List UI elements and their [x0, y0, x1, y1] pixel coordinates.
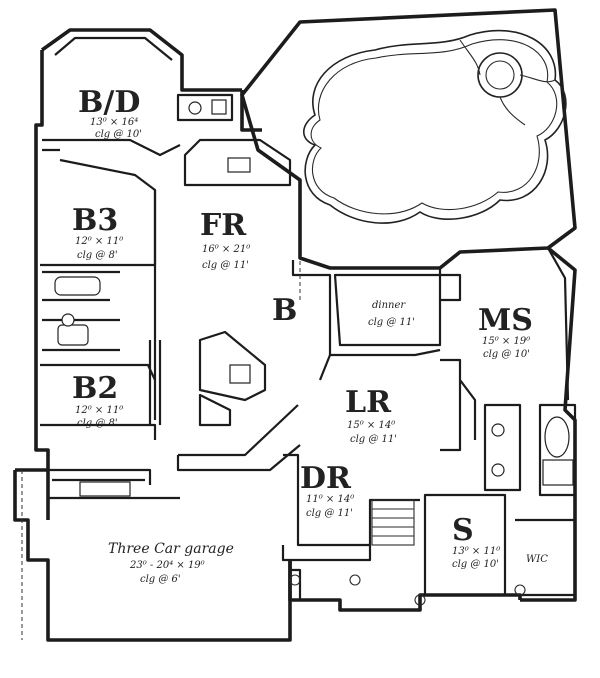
garage-size: 23⁰ - 20⁴ × 19⁰	[129, 560, 205, 571]
b3-size: 12⁰ × 11⁰	[75, 236, 123, 247]
lr-ceiling: clg @ 11'	[350, 434, 397, 445]
fr-name: FR	[200, 208, 247, 243]
fr-ceiling: clg @ 11'	[202, 260, 249, 271]
lr-size: 15⁰ × 14⁰	[347, 420, 395, 431]
b2-ceiling: clg @ 8'	[77, 418, 118, 429]
garage-ceiling: clg @ 6'	[140, 574, 181, 585]
b2-size: 12⁰ × 11⁰	[75, 405, 123, 416]
bd-ceiling: clg @ 10'	[95, 129, 142, 140]
dr-name: DR	[300, 461, 352, 496]
dr-size: 11⁰ × 14⁰	[306, 494, 354, 505]
exterior-walls	[13, 28, 577, 642]
bd-size: 13⁰ × 16⁴	[90, 117, 138, 128]
room-labels: B/D 13⁰ × 16⁴ clg @ 10' B3 12⁰ × 11⁰ clg…	[72, 85, 548, 585]
lr-name: LR	[345, 385, 392, 420]
s-size: 13⁰ × 11⁰	[452, 546, 500, 557]
b3-name: B3	[72, 203, 118, 238]
fr-size: 16⁰ × 21⁰	[202, 244, 250, 255]
s-ceiling: clg @ 10'	[452, 559, 499, 570]
wic-label: WIC	[526, 554, 548, 565]
dinner-label: dinner	[372, 300, 406, 311]
dinner-ceiling: clg @ 11'	[368, 317, 415, 328]
ms-ceiling: clg @ 10'	[483, 349, 530, 360]
patio-pool-area	[240, 8, 577, 270]
ms-size: 15⁰ × 19⁰	[482, 336, 530, 347]
b2-name: B2	[72, 371, 118, 406]
dr-ceiling: clg @ 11'	[306, 508, 353, 519]
overhang-lines	[21, 260, 301, 640]
bd-name: B/D	[78, 85, 140, 120]
ms-name: MS	[478, 303, 533, 338]
garage-label: Three Car garage	[108, 541, 234, 557]
b-name: B	[272, 293, 297, 328]
interior-walls	[40, 93, 577, 606]
b3-ceiling: clg @ 8'	[77, 250, 118, 261]
stair	[371, 499, 415, 546]
s-name: S	[452, 513, 474, 548]
